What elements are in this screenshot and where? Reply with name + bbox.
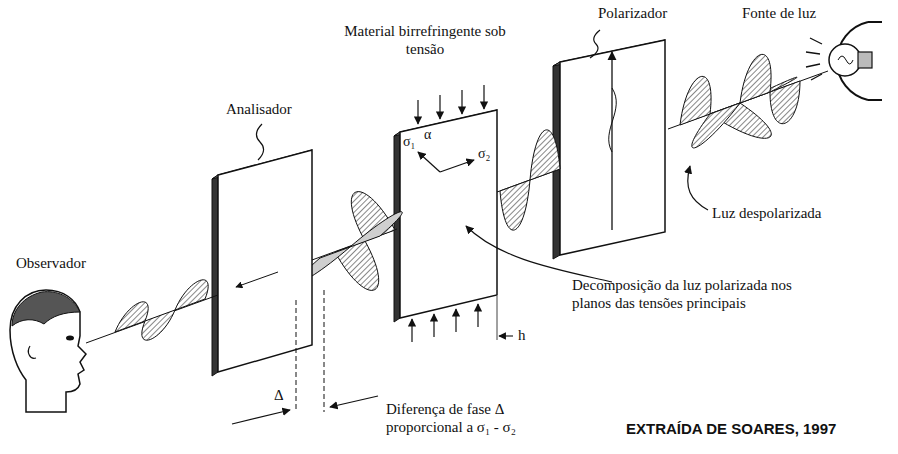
light-bulb — [829, 44, 861, 76]
stress-axis — [418, 152, 440, 172]
load-arrow — [461, 90, 462, 114]
wave-lobe — [350, 212, 402, 247]
wave-lobe — [500, 180, 530, 230]
phase-line — [296, 300, 297, 412]
label: Observador — [16, 254, 86, 272]
beam-axis — [86, 295, 218, 343]
load-arrow — [433, 314, 434, 337]
label: Decomposição da luz polarizada nos plano… — [572, 276, 817, 312]
label: Luz despolarizada — [712, 204, 822, 222]
specimen-plate — [400, 110, 497, 318]
load-arrow — [439, 95, 440, 119]
analyzer-plate — [218, 150, 312, 372]
wave-lobe — [530, 130, 560, 180]
label: Polarizador — [598, 4, 667, 22]
label: h — [518, 326, 526, 344]
bulb-filament — [838, 56, 853, 64]
wave-lobe — [740, 54, 771, 103]
thickness-arrow — [499, 335, 513, 336]
label: σ₂ — [478, 146, 490, 163]
specimen-edge — [394, 132, 400, 322]
observer-hair — [12, 292, 80, 326]
analyzer-edge — [212, 175, 218, 376]
wave-lobe — [175, 280, 208, 310]
load-arrow — [477, 304, 478, 327]
label: Fonte de luz — [742, 4, 816, 22]
wave-lobe — [335, 241, 379, 290]
label: σ₁ — [403, 134, 415, 151]
wave-lobe — [680, 76, 711, 125]
stress-axis — [440, 160, 474, 172]
load-arrow — [483, 85, 484, 109]
observer-eye — [66, 336, 74, 341]
label: Analisador — [226, 100, 292, 118]
analyzer-arrow — [236, 272, 278, 287]
source-caption: EXTRAÍDA DE SOARES, 1997 — [626, 420, 836, 437]
load-arrow — [411, 319, 412, 342]
label: Δ — [274, 386, 284, 404]
bulb-base — [858, 52, 872, 68]
leader-arrow — [688, 166, 708, 210]
leader-line — [256, 124, 263, 160]
load-arrow — [455, 309, 456, 332]
phase-arrow — [330, 396, 378, 407]
wave-lobe — [115, 302, 148, 332]
phase-arrow — [232, 410, 290, 424]
leader-line — [590, 30, 600, 58]
label: Material birrefringente sob tensão — [340, 22, 510, 58]
observer-head — [10, 290, 86, 412]
load-arrow — [417, 100, 418, 124]
phase-line — [324, 290, 325, 412]
polarizer-plate — [560, 40, 665, 255]
thickness-line — [497, 296, 498, 340]
label: Diferença de fase Δ proporcional a σ₁ - … — [386, 400, 558, 436]
label: α — [424, 127, 431, 144]
leader-arrow — [466, 226, 612, 282]
observer-ear — [28, 346, 36, 358]
polarization-axis — [611, 52, 612, 230]
